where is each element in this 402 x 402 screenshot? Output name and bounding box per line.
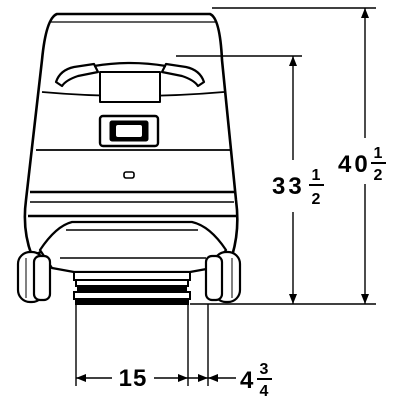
left-wheel-hub [32,254,52,302]
deck-layer-4 [73,291,191,300]
base-skirt [38,220,228,274]
dimension-label-body-height: 33 1 2 [272,167,324,208]
wheel-offset-whole: 4 [240,367,254,394]
overall-height-denominator: 2 [374,167,383,184]
dimension-label-overall-height: 40 1 2 [338,145,386,184]
handlebar-bar [93,61,167,68]
dimension-arrows [76,8,369,382]
deck-layer-1 [73,271,191,281]
control-console [99,71,161,103]
dimension-label-wheel-offset: 4 3 4 [240,361,272,400]
body-height-denominator: 2 [312,191,321,208]
indicator-window [98,114,160,148]
body-height-whole: 33 [272,173,305,200]
arrow-width-left [76,374,86,382]
arrow-overall-top [361,8,369,18]
right-wheel-hub [204,254,224,302]
overall-height-whole: 40 [338,151,371,178]
arrow-offset-right [208,374,218,382]
badge-icon [123,171,135,179]
body-height-numerator: 1 [312,167,321,184]
right-wheel [204,250,242,304]
arrow-offset-left [198,374,208,382]
arrow-body-top [289,56,297,66]
brush-deck [73,271,191,305]
handlebar [54,61,206,103]
left-wheel [16,250,52,304]
handlebar-right-grip [160,62,206,88]
arrow-width-right [178,374,188,382]
arrow-overall-bottom [361,294,369,304]
wheel-offset-numerator: 3 [260,361,269,378]
handlebar-left-grip [54,62,100,88]
deck-layer-5 [75,298,189,305]
indicator-window-reflection [116,125,142,137]
overall-height-numerator: 1 [374,145,383,162]
wheel-offset-denominator: 4 [260,383,269,400]
dimension-lines [75,7,376,386]
dimension-label-base-width: 15 [119,365,148,392]
arrow-body-bottom [289,294,297,304]
